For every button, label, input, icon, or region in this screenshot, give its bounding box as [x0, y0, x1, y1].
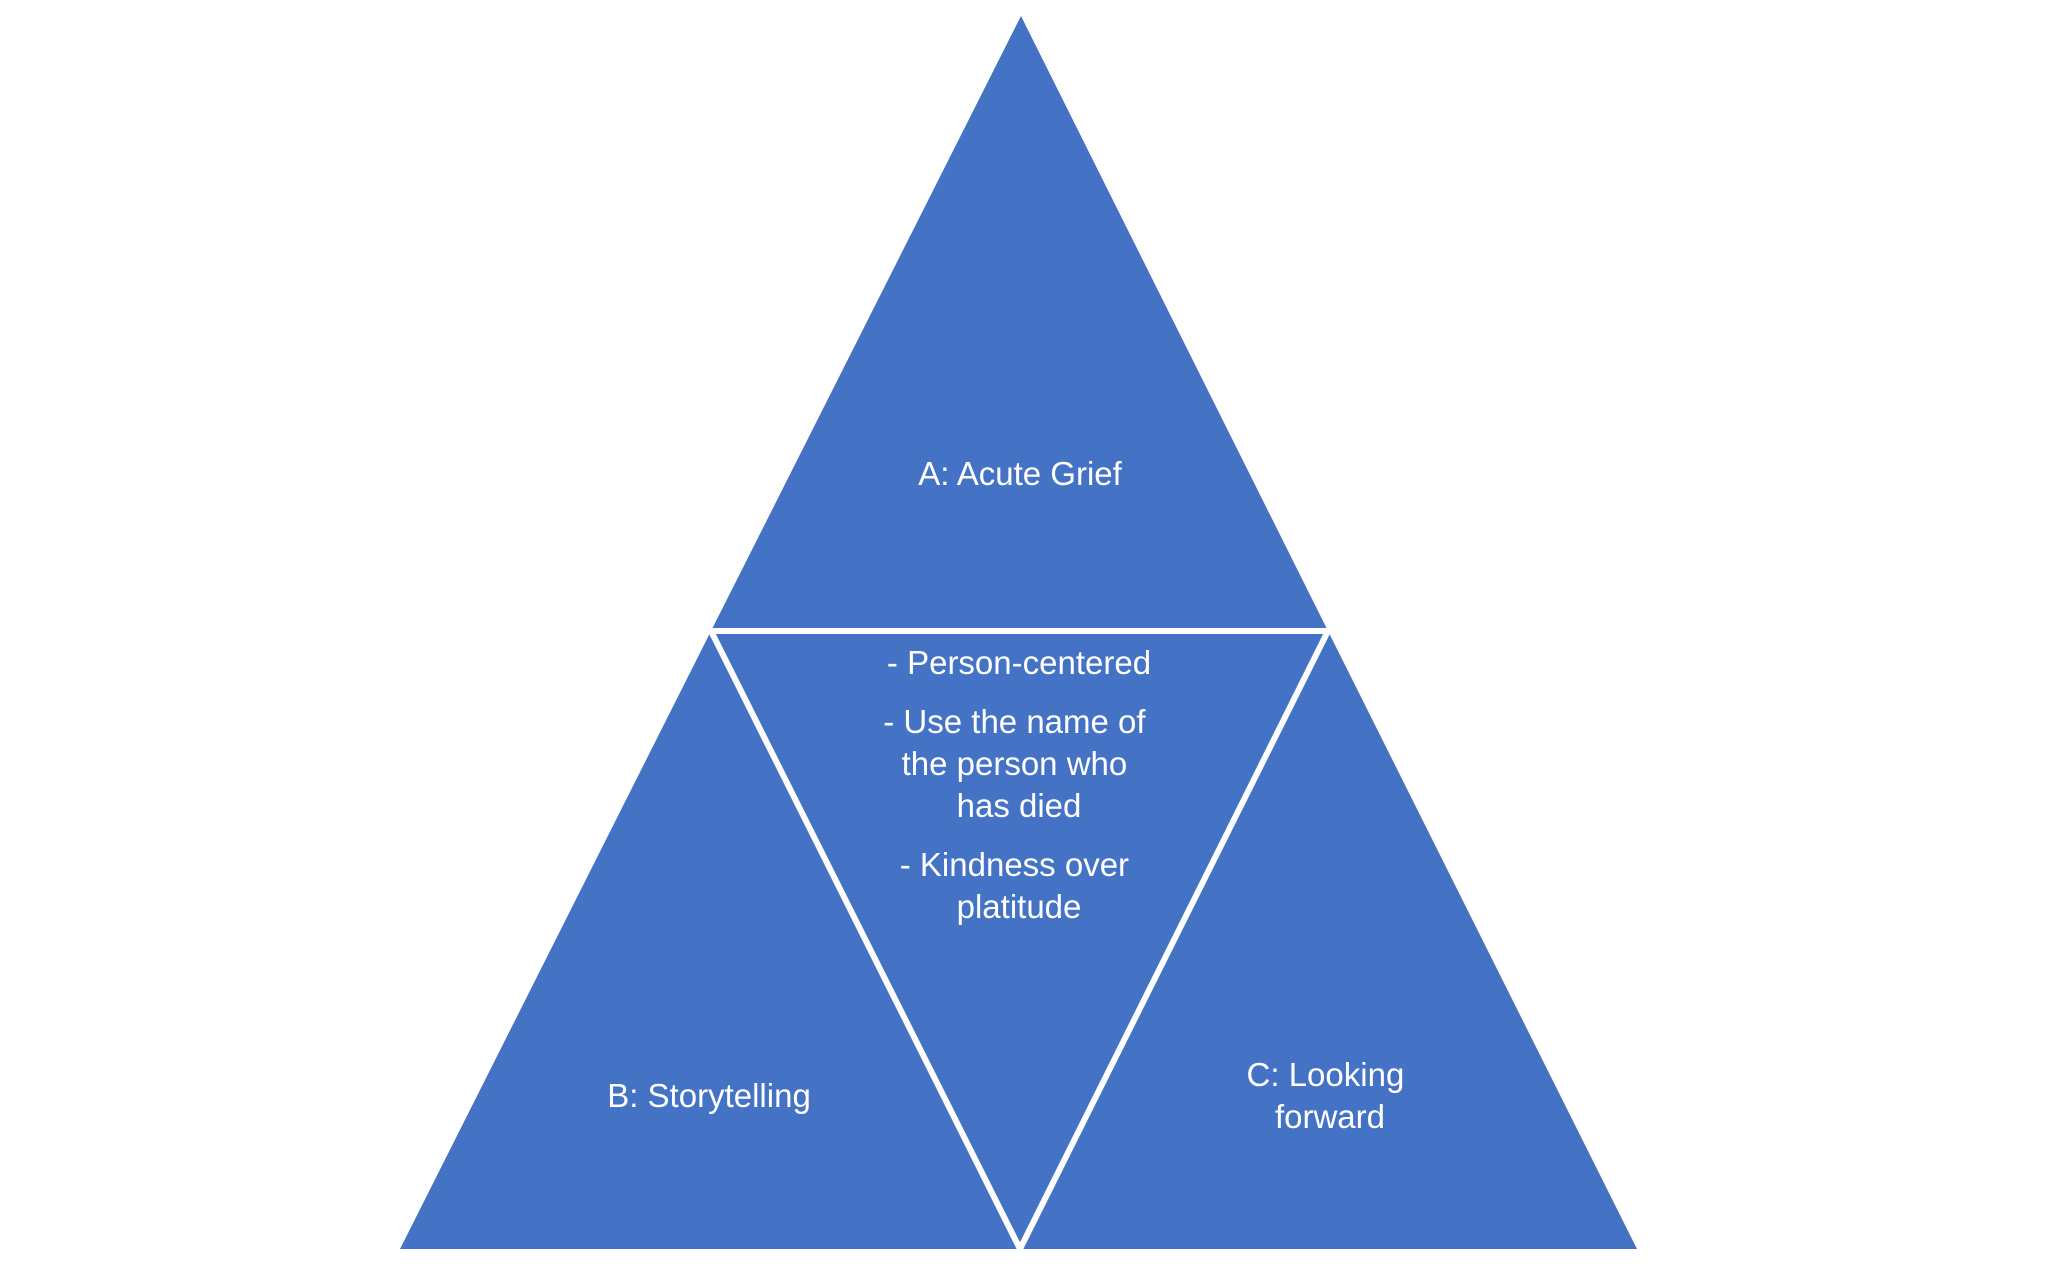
segment-left-triangle [400, 631, 1020, 1249]
label-line: has died [957, 787, 1082, 824]
label-line: forward [1275, 1098, 1385, 1135]
label-line: B: Storytelling [607, 1077, 811, 1114]
segment-right-label: C: Looking forward [1247, 1056, 1414, 1135]
center-item-use-name: - Use the name of the person who has die… [883, 703, 1154, 824]
segment-top-label: A: Acute Grief [918, 455, 1122, 492]
label-line: platitude [957, 888, 1082, 925]
segment-top-triangle [711, 16, 1328, 631]
label-line: A: Acute Grief [918, 455, 1122, 492]
center-item-kindness: - Kindness over platitude [900, 846, 1138, 925]
label-line: - Kindness over [900, 846, 1129, 883]
segment-center-triangle [711, 631, 1328, 1249]
label-line: C: Looking [1247, 1056, 1405, 1093]
label-line: the person who [902, 745, 1128, 782]
label-line: - Person-centered [887, 644, 1151, 681]
segment-left-label: B: Storytelling [607, 1077, 811, 1114]
separator-right-diagonal [1017, 628, 1331, 1252]
label-line: - Use the name of [883, 703, 1146, 740]
center-item-person-centered: - Person-centered [887, 644, 1151, 681]
segment-right-triangle [1020, 631, 1637, 1249]
separator-left-diagonal [708, 628, 1023, 1252]
